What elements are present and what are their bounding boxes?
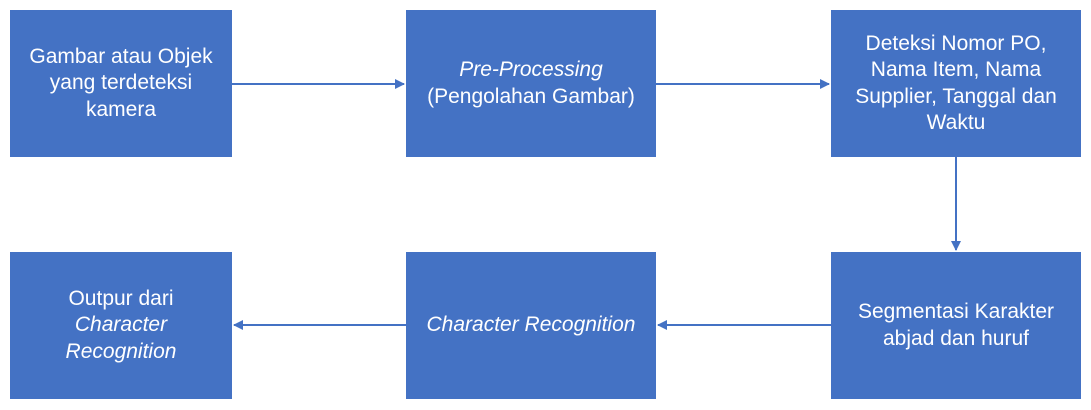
box-pre-processing-subtitle: (Pengolahan Gambar) <box>427 84 635 108</box>
box-input-image-line-3: kamera <box>85 97 156 121</box>
box-input-image: Gambar atau Objek yang terdeteksi kamera <box>10 10 232 157</box>
box-detection-line-2: Nama Item, Nama <box>870 58 1042 82</box>
box-output-line-3: Recognition <box>65 339 177 363</box>
box-input-image-line-1: Gambar atau Objek <box>29 45 213 69</box>
box-input-image-line-2: yang terdeteksi <box>49 71 193 95</box>
box-pre-processing: Pre-Processing (Pengolahan Gambar) <box>406 10 656 157</box>
box-output-line-1: Outpur dari <box>68 287 174 311</box>
box-detection-line-3: Supplier, Tanggal dan <box>855 84 1057 108</box>
box-detection-line-4: Waktu <box>926 110 986 134</box>
box-segmentation-line-1: Segmentasi Karakter <box>857 300 1055 324</box>
box-detection: Deteksi Nomor PO, Nama Item, Nama Suppli… <box>831 10 1081 157</box>
box-detection-line-1: Deteksi Nomor PO, <box>865 32 1047 55</box>
box-output-line-2: Character <box>74 313 168 337</box>
box-character-recognition-label: Character Recognition <box>426 313 636 337</box>
box-pre-processing-title: Pre-Processing <box>459 58 603 82</box>
box-output: Outpur dari Character Recognition <box>10 252 232 399</box>
box-segmentation: Segmentasi Karakter abjad dan huruf <box>831 252 1081 399</box>
box-segmentation-line-2: abjad dan huruf <box>883 326 1029 350</box>
box-character-recognition: Character Recognition <box>406 252 656 399</box>
